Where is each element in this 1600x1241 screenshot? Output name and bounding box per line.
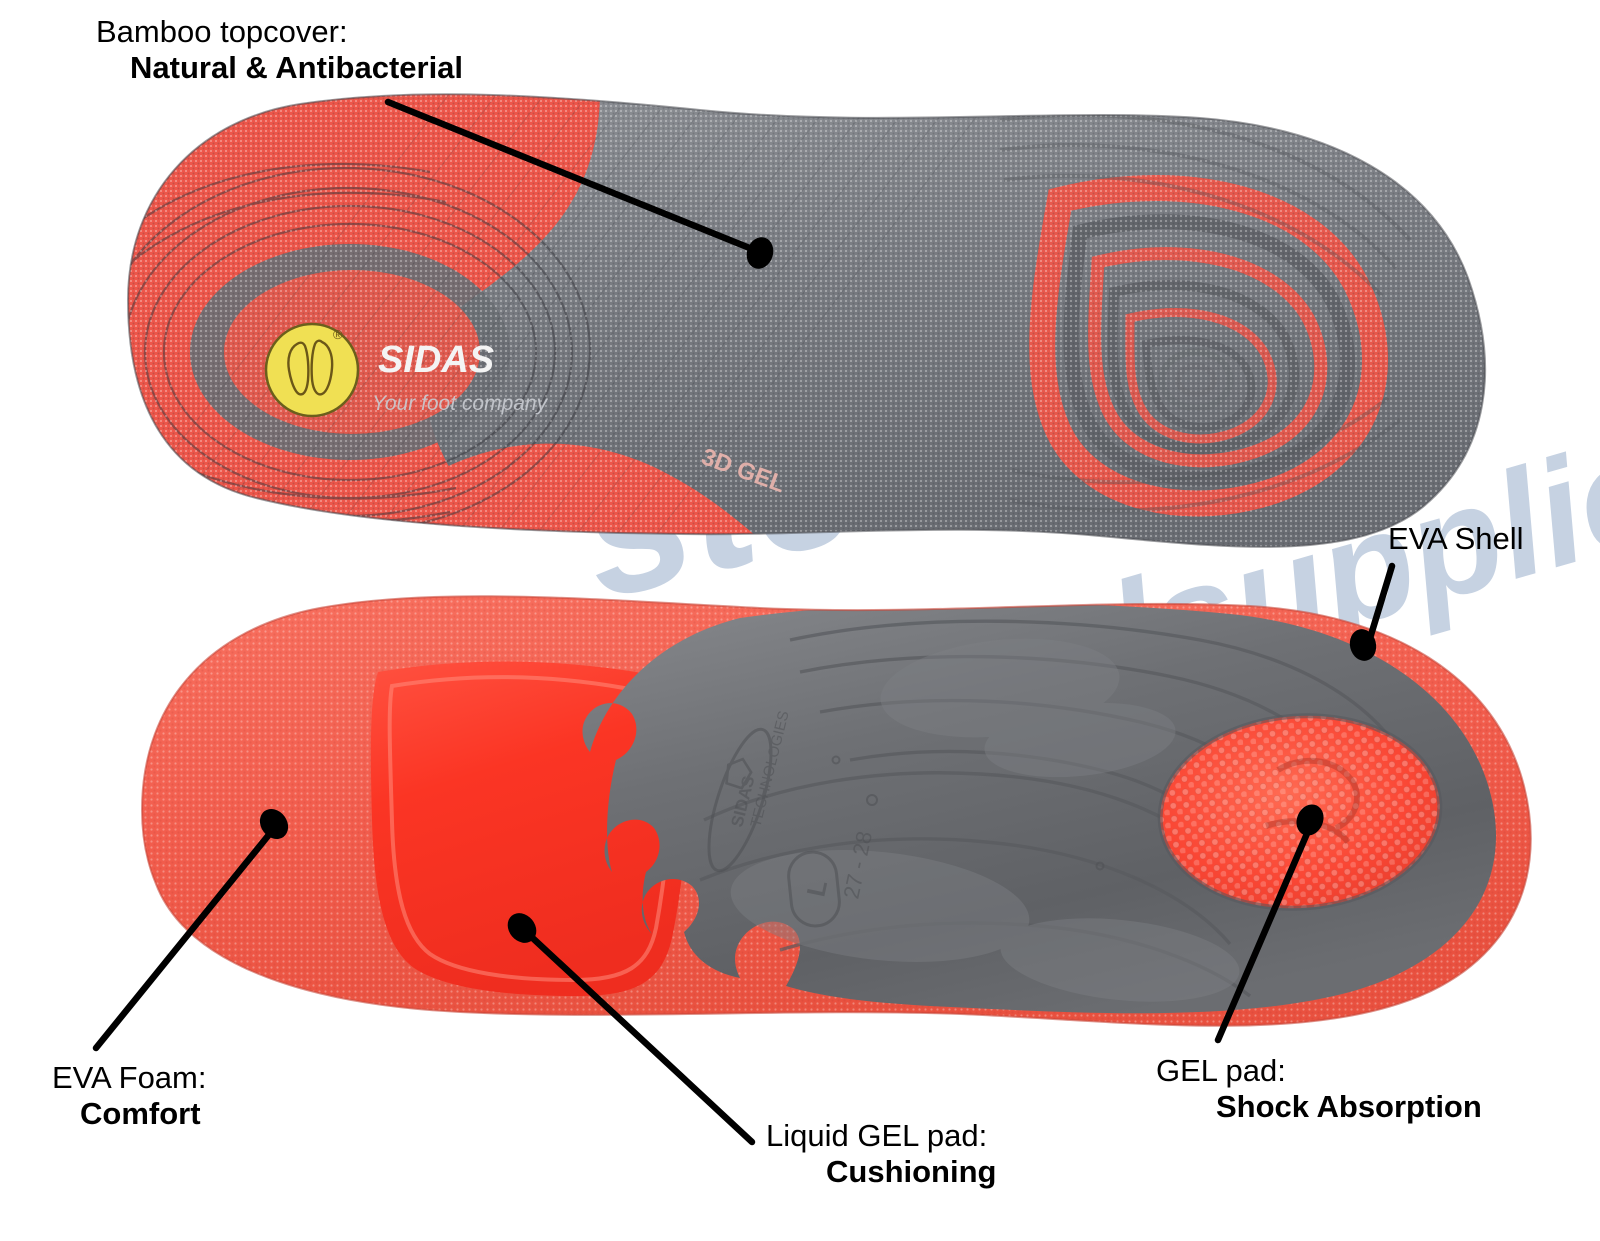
- shell-size-side: L: [801, 877, 834, 899]
- liquid-gel-pad-highlight: [387, 675, 675, 983]
- callout-dots: [259, 237, 1377, 943]
- eva-foam-outline: [140, 595, 1532, 1027]
- eva-shell: [582, 602, 1497, 1014]
- sidas-brand-mark: ® SIDAS Your foot company: [264, 322, 549, 418]
- callout-dot-eva-foam: [259, 808, 289, 840]
- callout-bamboo-topcover: Bamboo topcover: Natural & Antibacterial: [96, 14, 463, 86]
- leader-line-eva-foam: [92, 822, 280, 1052]
- sidas-tagline: Your foot company: [372, 392, 549, 415]
- callout-gel-pad: GEL pad: Shock Absorption: [1156, 1053, 1482, 1125]
- callout-dot-liquid-gel: [507, 913, 537, 943]
- callout-liquid-gel-pad: Liquid GEL pad: Cushioning: [766, 1118, 996, 1190]
- callout-bamboo-topcover-line1: Bamboo topcover:: [96, 14, 348, 49]
- callout-eva-shell: EVA Shell: [1388, 521, 1524, 557]
- leader-line-bamboo-topcover: [384, 98, 761, 255]
- topcover-outline: [126, 93, 1487, 548]
- footprint-right-icon: [310, 339, 334, 396]
- registered-mark: ®: [333, 327, 343, 342]
- callout-gel-pad-line1: GEL pad:: [1156, 1053, 1286, 1088]
- callout-dot-eva-shell: [1349, 629, 1377, 661]
- sidas-wordmark: SIDAS: [378, 339, 494, 381]
- insole-bottom-view: SIDAS TECHNOLOGIES L 27 - 28: [140, 595, 1532, 1027]
- callout-eva-foam-line2: Comfort: [80, 1095, 201, 1131]
- insole-top-view: ® SIDAS Your foot company 3D GEL: [126, 93, 1487, 548]
- footprint-left-icon: [287, 341, 310, 396]
- leader-line-gel-pad: [1214, 818, 1316, 1044]
- callout-gel-pad-line2: Shock Absorption: [1216, 1088, 1482, 1124]
- callout-leaders: [92, 98, 1396, 1146]
- liquid-gel-pad: [370, 661, 690, 996]
- callout-liquid-gel-pad-line2: Cushioning: [826, 1153, 997, 1189]
- callout-liquid-gel-pad-line1: Liquid GEL pad:: [766, 1118, 988, 1153]
- heel-gel-pad-rim: [1157, 713, 1443, 911]
- callout-dot-gel-pad: [1296, 804, 1324, 836]
- callout-eva-foam-line1: EVA Foam:: [52, 1060, 207, 1095]
- eva-shell-highlights: [730, 638, 1240, 1002]
- callout-eva-shell-line1: EVA Shell: [1388, 521, 1524, 556]
- shell-size-bubble: [787, 850, 841, 928]
- callout-eva-foam: EVA Foam: Comfort: [52, 1060, 207, 1132]
- callout-dot-bamboo-topcover: [746, 237, 774, 269]
- callout-bamboo-topcover-line2: Natural & Antibacterial: [130, 49, 464, 85]
- shell-foot-emblem: [725, 757, 753, 790]
- leader-line-liquid-gel: [520, 926, 756, 1146]
